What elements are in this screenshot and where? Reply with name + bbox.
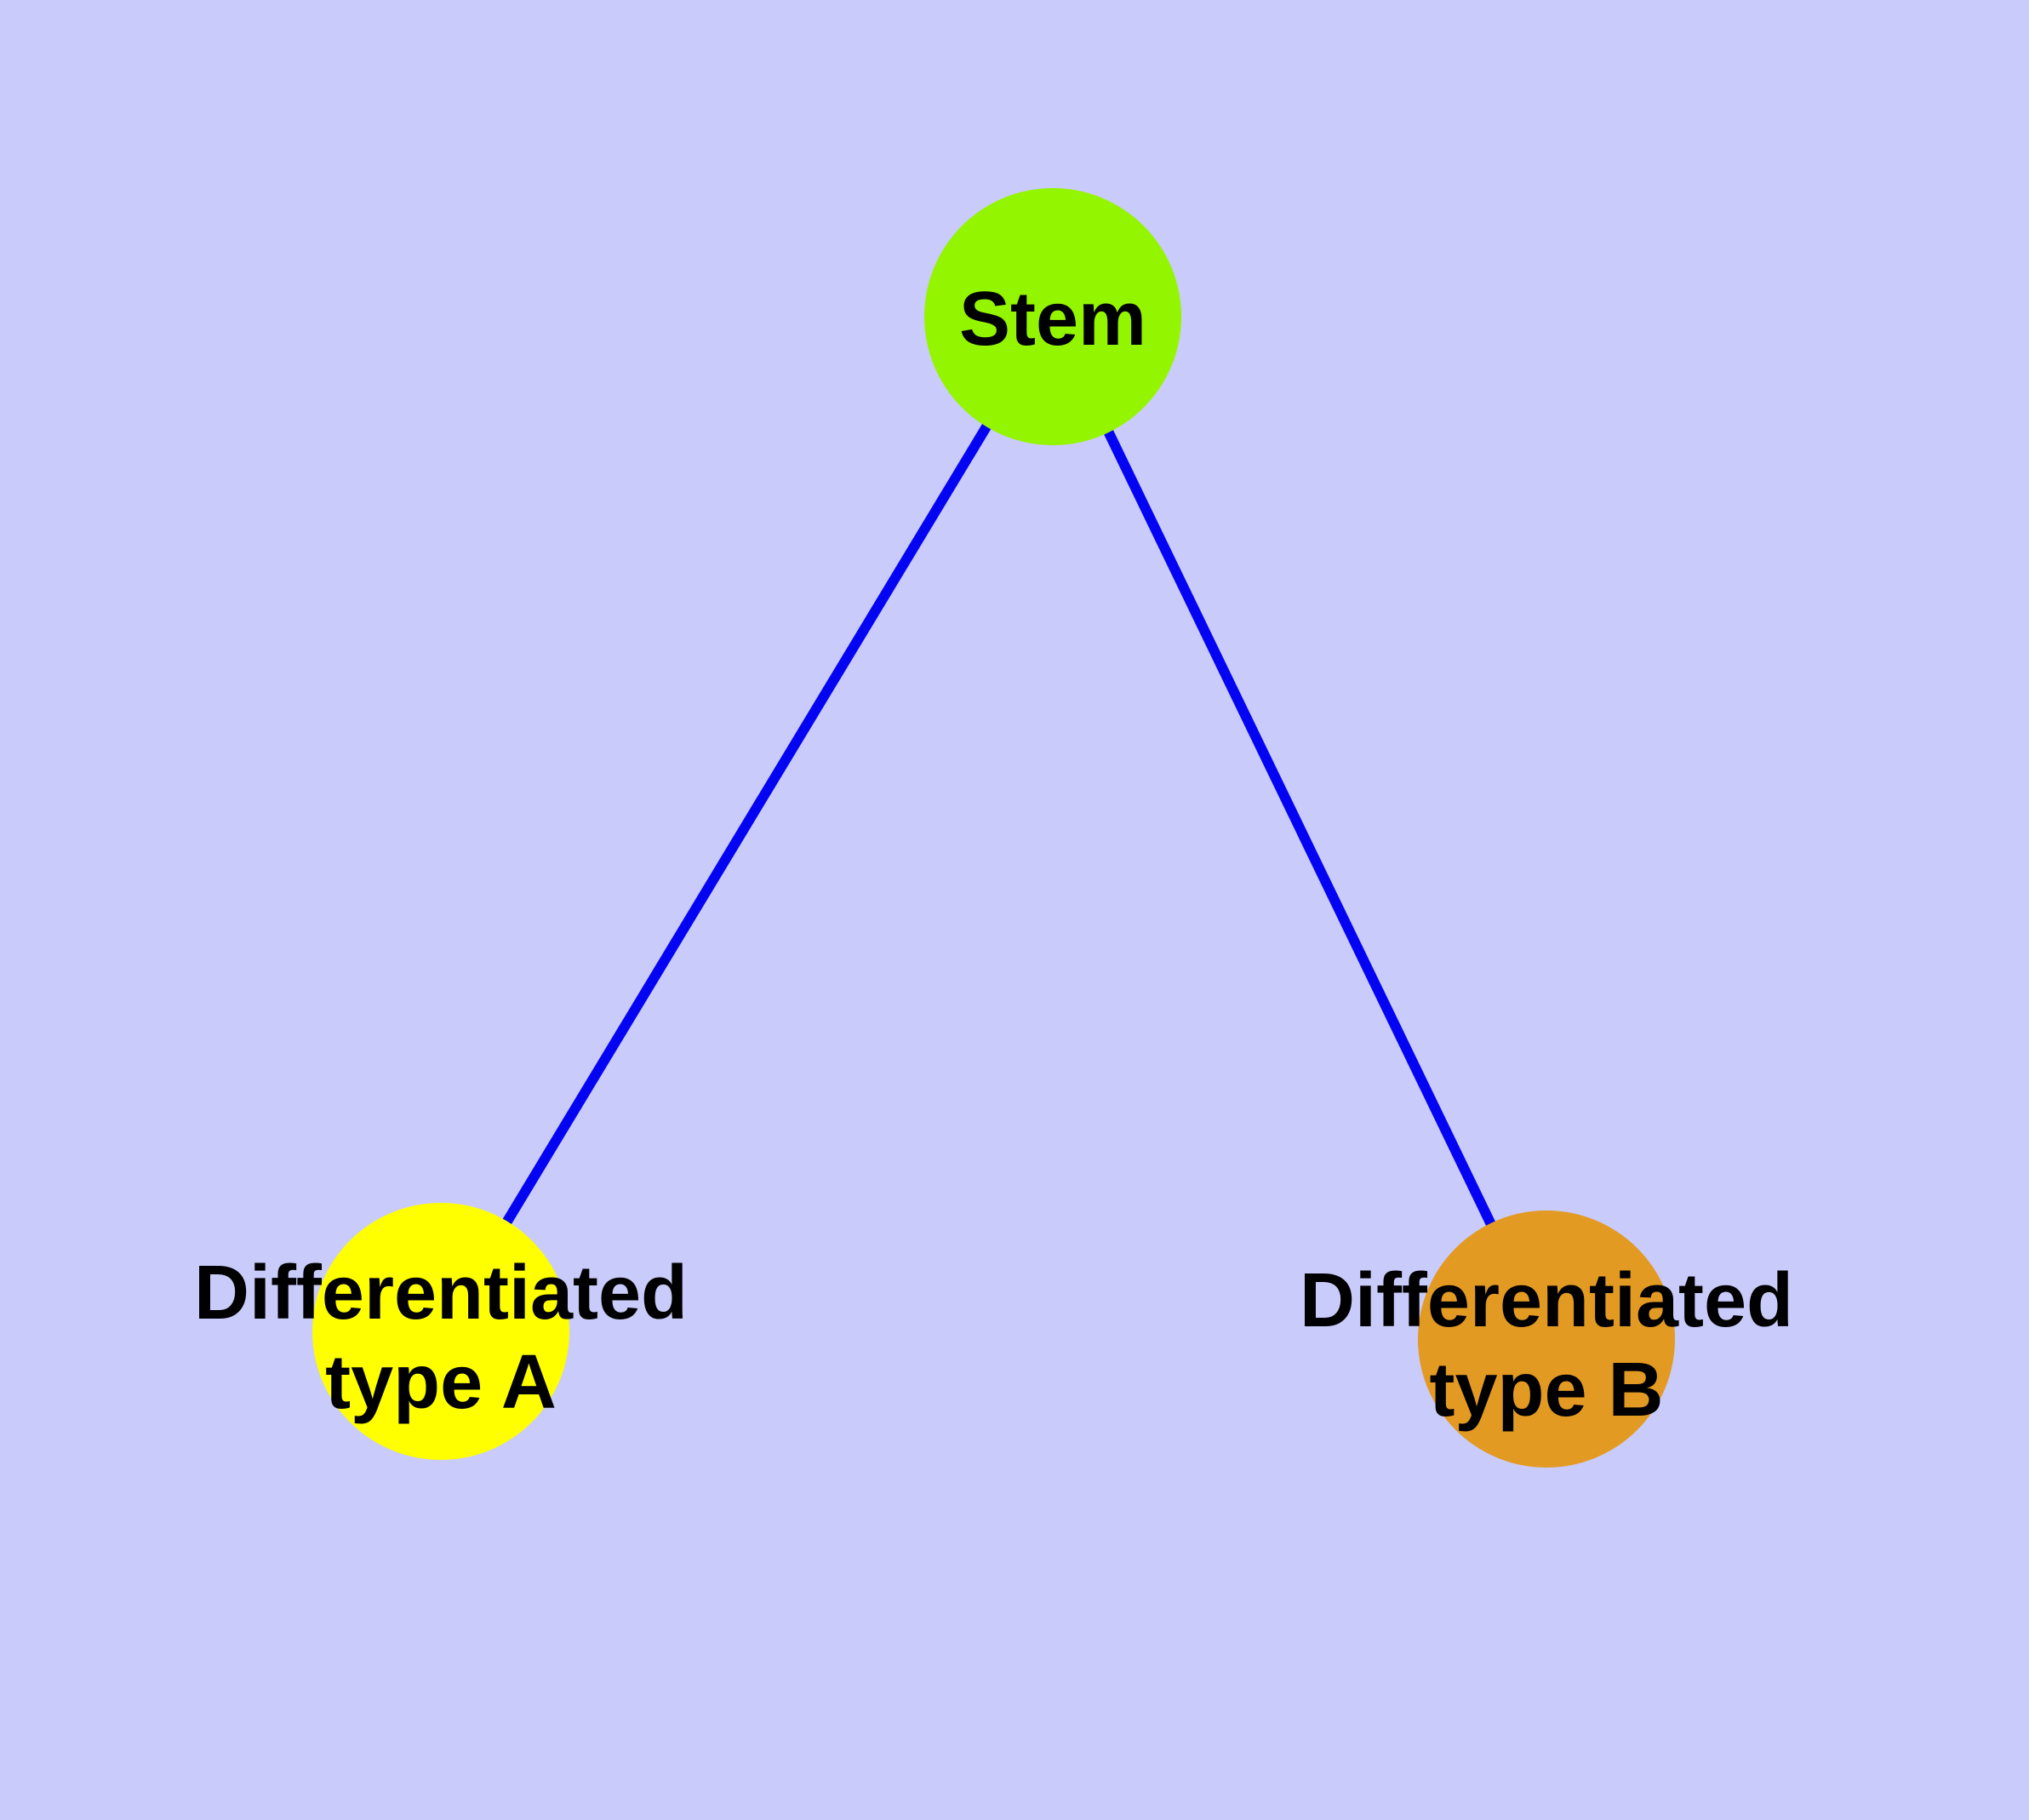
edge-stem-to-type-b xyxy=(1048,314,1552,1342)
differentiated-type-a-node xyxy=(312,1203,569,1460)
differentiated-type-b-label-line1: Differentiated xyxy=(1300,1258,1793,1343)
differentiated-type-a-label-line2: type A xyxy=(325,1340,557,1425)
stem-node xyxy=(924,188,1181,445)
differentiated-type-b-node xyxy=(1418,1210,1675,1468)
differentiated-type-a-label-line1: Differentiated xyxy=(194,1251,688,1336)
stem-node-label: Stem xyxy=(959,277,1146,362)
edge-stem-to-type-a xyxy=(436,313,1058,1335)
differentiated-type-b-label-line2: type B xyxy=(1429,1348,1663,1433)
